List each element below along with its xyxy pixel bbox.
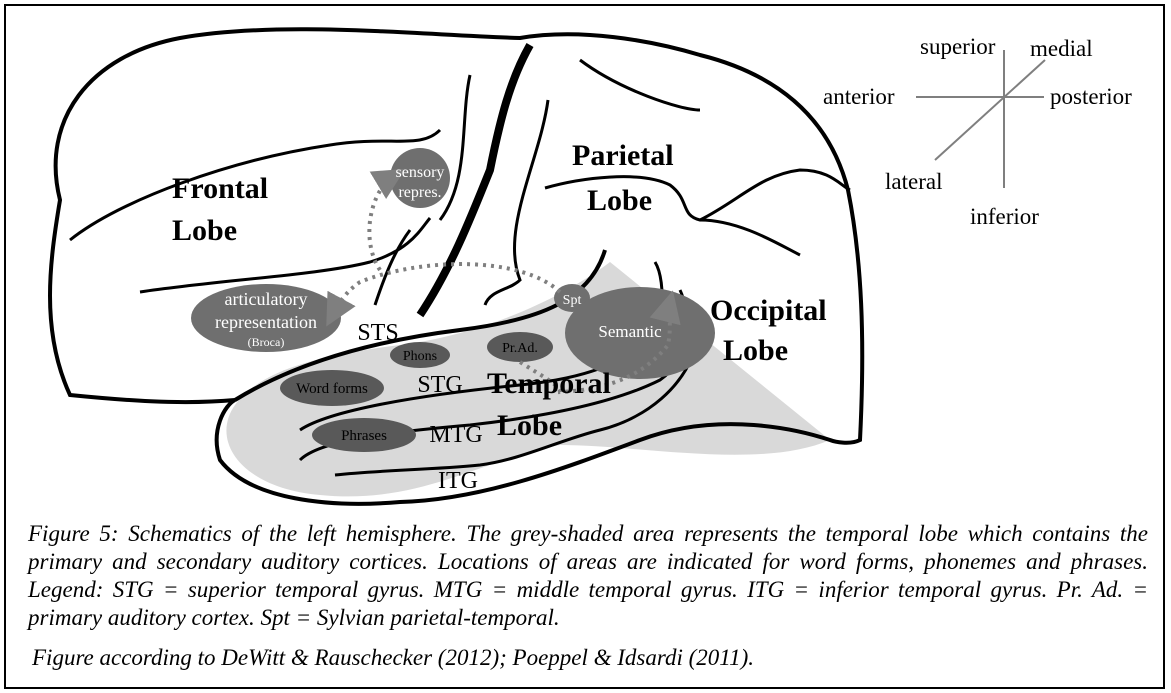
parietal-sulcus <box>580 60 700 110</box>
phons-label: Phons <box>403 349 437 364</box>
sensory-label: sensory <box>396 164 445 181</box>
brain-diagram: sensory repres. articulatory representat… <box>0 0 1171 520</box>
word-forms-label: Word forms <box>296 381 368 397</box>
parietal-sulcus <box>700 220 800 255</box>
temporal-lobe-label: Lobe <box>497 409 562 442</box>
superior-label: superior <box>920 34 996 59</box>
parietal-lobe-label: Lobe <box>587 184 652 217</box>
stg-label: STG <box>417 372 462 398</box>
anterior-label: anterior <box>823 84 895 109</box>
mtg-label: MTG <box>429 422 482 448</box>
semantic-label: Semantic <box>598 322 662 341</box>
posterior-label: posterior <box>1050 84 1132 109</box>
medial-label: medial <box>1030 36 1093 61</box>
dorsal-stream-arrow <box>369 175 395 270</box>
spt-label: Spt <box>563 293 582 308</box>
itg-label: ITG <box>438 468 478 494</box>
articulatory-label: (Broca) <box>248 335 285 349</box>
prad-label: Pr.Ad. <box>502 341 538 356</box>
sts-label: STS <box>357 320 398 346</box>
sensory-label: repres. <box>398 184 441 201</box>
orientation-compass: superior medial anterior posterior later… <box>823 34 1132 229</box>
occipital-lobe-label: Lobe <box>723 334 788 367</box>
lateral-label: lateral <box>885 169 942 194</box>
sulcus <box>440 75 470 220</box>
articulatory-label: articulatory <box>225 289 308 309</box>
frontal-lobe-label: Frontal <box>172 172 268 205</box>
figure-caption: Figure 5: Schematics of the left hemisph… <box>28 520 1148 632</box>
occipital-lobe-label: Occipital <box>710 294 827 327</box>
inferior-label: inferior <box>970 204 1039 229</box>
phrases-label: Phrases <box>341 428 387 444</box>
temporal-lobe-label: Temporal <box>487 367 611 400</box>
parietal-lobe-label: Parietal <box>572 139 674 172</box>
figure-credit: Figure according to DeWitt & Rauschecker… <box>32 645 754 671</box>
articulatory-label: representation <box>215 312 317 332</box>
frontal-lobe-label: Lobe <box>172 214 237 247</box>
